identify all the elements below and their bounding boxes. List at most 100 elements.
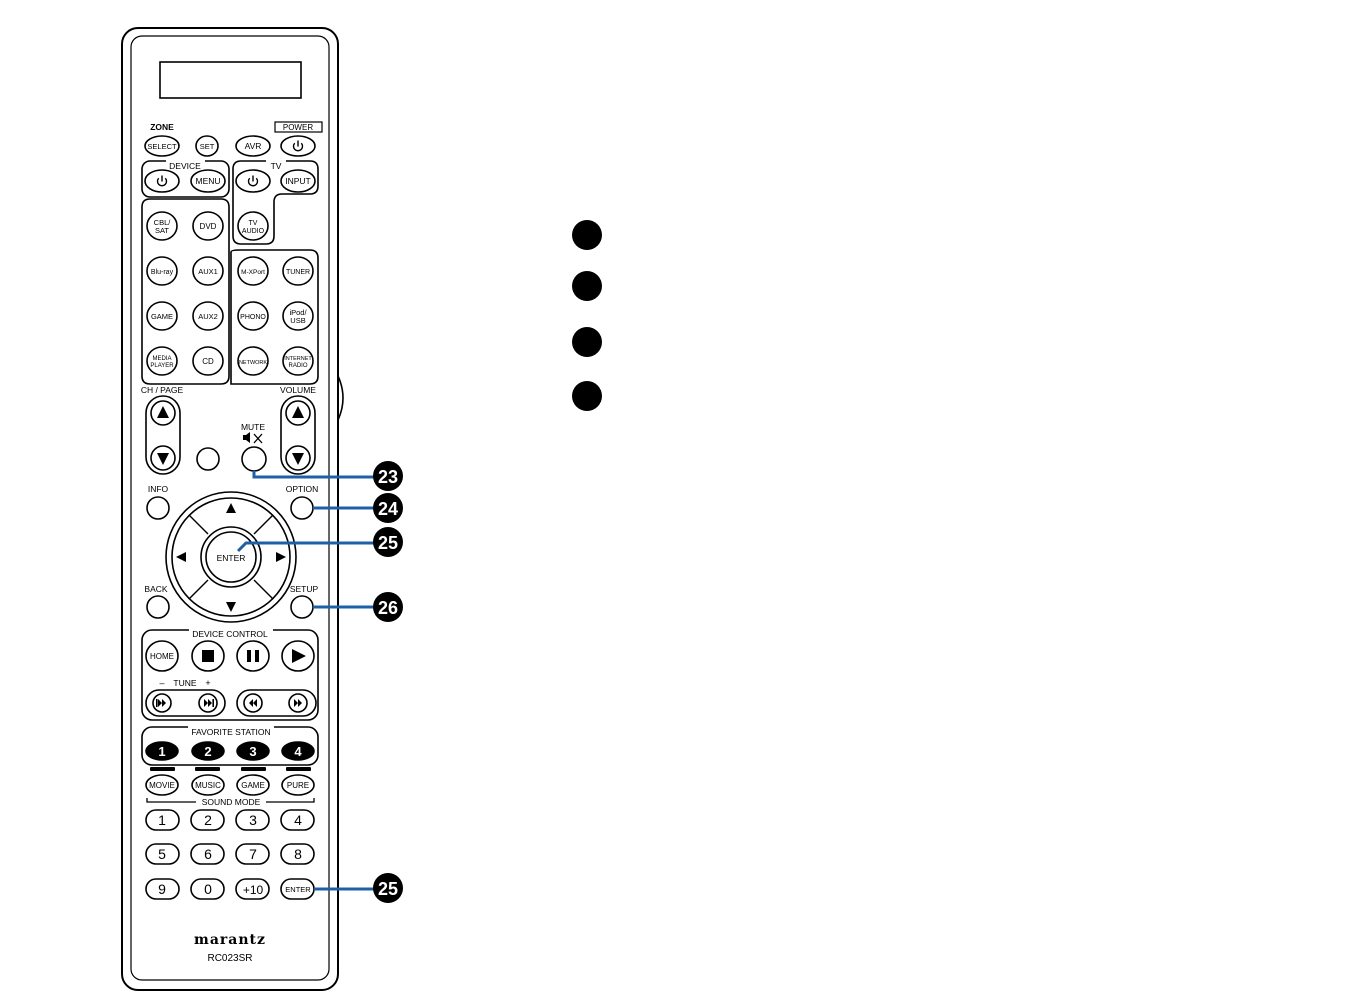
cbl-sat-button[interactable]: CBL/ SAT: [146, 211, 178, 241]
svg-text:25: 25: [378, 533, 398, 553]
sound-mode-indicator-2: [195, 767, 220, 771]
ch-up-button[interactable]: [150, 400, 176, 426]
numpad-9-button[interactable]: 9: [145, 878, 180, 900]
svg-text:NETWORK: NETWORK: [239, 360, 267, 366]
back-label: BACK: [144, 584, 167, 594]
aux2-button[interactable]: AUX2: [192, 301, 224, 331]
numpad-5-button[interactable]: 5: [145, 843, 180, 865]
option-button[interactable]: [290, 496, 314, 520]
svg-text:5: 5: [158, 846, 166, 862]
fast-forward-icon: [294, 699, 302, 707]
numpad-7-button[interactable]: 7: [235, 843, 270, 865]
device-control-label-bg: [189, 628, 273, 636]
numpad-4-button[interactable]: 4: [280, 809, 315, 831]
svg-text:23: 23: [378, 467, 398, 487]
set-button[interactable]: SET: [195, 135, 219, 157]
callout-badge-24: 24: [373, 493, 403, 523]
display-window: [159, 61, 302, 99]
tv-audio-button[interactable]: TV AUDIO: [237, 211, 269, 241]
select-button[interactable]: SELECT: [144, 135, 180, 157]
game-mode-button[interactable]: GAME: [236, 774, 270, 796]
svg-text:4: 4: [294, 812, 302, 828]
game-source-button[interactable]: GAME: [146, 301, 178, 331]
pause-icon: [247, 650, 259, 662]
numpad-8-button[interactable]: 8: [280, 843, 315, 865]
numpad-2-button[interactable]: 2: [190, 809, 225, 831]
volume-label: VOLUME: [280, 385, 316, 395]
numpad-enter-button[interactable]: ENTER: [280, 878, 315, 900]
tune-minus-label: –: [159, 678, 164, 688]
home-button[interactable]: HOME: [145, 640, 179, 672]
svg-text:AUX1: AUX1: [198, 267, 218, 276]
device-power-button[interactable]: [144, 169, 180, 193]
callout-line-23: [252, 471, 374, 479]
pure-button[interactable]: PURE: [281, 774, 315, 796]
numpad-6-button[interactable]: 6: [190, 843, 225, 865]
stop-button[interactable]: [191, 640, 225, 672]
triangle-up-icon: [157, 406, 169, 418]
network-button[interactable]: NETWORK: [237, 346, 269, 376]
cursor-left-icon[interactable]: [176, 552, 186, 562]
cursor-up-icon[interactable]: [226, 503, 236, 513]
cursor-right-icon[interactable]: [276, 552, 286, 562]
svg-text:7: 7: [249, 846, 257, 862]
tuner-button[interactable]: TUNER: [282, 256, 314, 286]
play-button[interactable]: [281, 640, 315, 672]
setup-button[interactable]: [290, 595, 314, 619]
power-icon: [247, 175, 259, 187]
info-button[interactable]: [146, 496, 170, 520]
back-button[interactable]: [146, 595, 170, 619]
cd-button[interactable]: CD: [192, 346, 224, 376]
favorite-station-label-bg: [188, 725, 274, 733]
numpad-0-button[interactable]: 0: [190, 878, 225, 900]
mute-button[interactable]: [241, 446, 267, 472]
svg-text:INTERNET: INTERNET: [284, 356, 312, 362]
mxport-button[interactable]: M-XPort: [237, 256, 269, 286]
favorite-4-button[interactable]: 4: [281, 741, 315, 761]
svg-text:GAME: GAME: [151, 312, 173, 321]
fast-forward-button[interactable]: [288, 693, 308, 713]
skip-back-button[interactable]: [152, 693, 172, 713]
music-button[interactable]: MUSIC: [191, 774, 225, 796]
svg-text:ENTER: ENTER: [217, 553, 246, 563]
enter-center-button[interactable]: ENTER: [200, 526, 262, 588]
tv-label: TV: [271, 161, 282, 171]
rewind-button[interactable]: [243, 693, 263, 713]
numpad-plus10-button[interactable]: +10: [235, 878, 270, 900]
option-label: OPTION: [286, 484, 319, 494]
favorite-2-button[interactable]: 2: [191, 741, 225, 761]
svg-text:GAME: GAME: [241, 781, 265, 790]
aux1-button[interactable]: AUX1: [192, 256, 224, 286]
media-player-button[interactable]: MEDIA PLAYER: [146, 346, 178, 376]
avr-power-button[interactable]: [280, 135, 316, 157]
dvd-button[interactable]: DVD: [192, 211, 224, 241]
numpad-1-button[interactable]: 1: [145, 809, 180, 831]
ipod-usb-button[interactable]: iPod/ USB: [282, 301, 314, 331]
center-blank-button[interactable]: [196, 447, 220, 471]
favorite-1-button[interactable]: 1: [145, 741, 179, 761]
volume-up-button[interactable]: [285, 400, 311, 426]
cursor-down-icon[interactable]: [226, 602, 236, 612]
internet-radio-button[interactable]: INTERNET RADIO: [282, 346, 314, 376]
callout-badge-26: 26: [373, 592, 403, 622]
movie-button[interactable]: MOVIE: [145, 774, 179, 796]
svg-text:25: 25: [378, 879, 398, 899]
tv-input-button[interactable]: INPUT: [280, 169, 316, 193]
volume-down-button[interactable]: [285, 445, 311, 471]
pause-button[interactable]: [236, 640, 270, 672]
svg-text:HOME: HOME: [150, 652, 174, 661]
ch-down-button[interactable]: [150, 445, 176, 471]
bluray-button[interactable]: Blu-ray: [146, 256, 178, 286]
svg-text:CBL/: CBL/: [154, 218, 172, 227]
numpad-3-button[interactable]: 3: [235, 809, 270, 831]
svg-text:SELECT: SELECT: [147, 142, 177, 151]
favorite-3-button[interactable]: 3: [236, 741, 270, 761]
rewind-icon: [249, 699, 257, 707]
tv-power-button[interactable]: [235, 169, 271, 193]
sound-mode-bracket: [146, 798, 315, 803]
skip-forward-button[interactable]: [198, 693, 218, 713]
menu-button[interactable]: MENU: [190, 169, 226, 193]
avr-button[interactable]: AVR: [235, 135, 271, 157]
phono-button[interactable]: PHONO: [237, 301, 269, 331]
svg-text:SET: SET: [200, 142, 215, 151]
